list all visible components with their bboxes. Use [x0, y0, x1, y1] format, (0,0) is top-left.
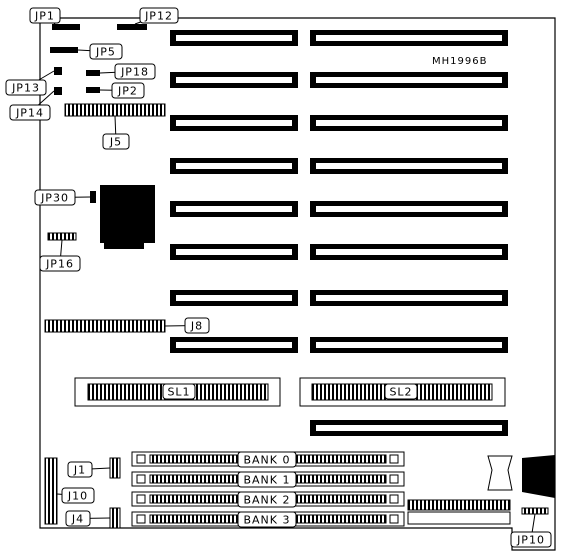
label-bank3-text: BANK 3 — [243, 514, 290, 527]
label-sl2: SL2 — [384, 383, 418, 400]
jumper-jp16-block — [47, 232, 77, 241]
label-jp16-text: JP16 — [45, 258, 74, 271]
label-j10-text: J10 — [67, 490, 88, 503]
label-j1-text: J1 — [73, 464, 86, 477]
isa-slots-left — [170, 30, 298, 353]
label-jp5: JP5 — [77, 43, 123, 60]
jumper-jp30-block — [90, 191, 96, 203]
label-jp13: JP13 — [5, 70, 55, 96]
label-bank3: BANK 3 — [237, 511, 297, 528]
label-jp2: JP2 — [99, 82, 145, 99]
label-jp10-text: JP10 — [516, 534, 545, 547]
header-j5 — [64, 103, 166, 117]
label-jp18: JP18 — [99, 63, 156, 80]
label-jp10: JP10 — [510, 513, 552, 548]
label-j5: J5 — [102, 115, 130, 150]
jumper-blocks-top — [50, 24, 147, 95]
label-bank2-text: BANK 2 — [243, 494, 290, 507]
label-jp14-text: JP14 — [15, 107, 44, 120]
label-j5-text: J5 — [109, 136, 122, 149]
label-jp2-text: JP2 — [117, 85, 138, 98]
label-jp12: JP12 — [134, 7, 179, 25]
label-bank2: BANK 2 — [237, 491, 297, 508]
rear-connectors — [407, 455, 555, 525]
label-bank0: BANK 0 — [237, 451, 297, 468]
label-j8-text: J8 — [190, 320, 203, 333]
label-j8: J8 — [164, 317, 210, 334]
left-headers — [44, 457, 121, 529]
label-sl2-text: SL2 — [389, 386, 412, 399]
label-jp13-text: JP13 — [11, 82, 40, 95]
label-j1: J1 — [67, 461, 111, 478]
label-jp1-text: JP1 — [34, 10, 55, 23]
label-jp12-text: JP12 — [144, 10, 173, 23]
label-jp30: JP30 — [34, 189, 91, 206]
label-sl1: SL1 — [162, 383, 196, 400]
header-j8 — [44, 319, 166, 333]
label-j10: J10 — [56, 487, 95, 504]
label-jp5-text: JP5 — [95, 46, 116, 59]
label-jp14: JP14 — [9, 90, 55, 121]
model-mark: MH1996B — [432, 56, 487, 67]
isa-slots-right — [310, 30, 508, 436]
label-bank1: BANK 1 — [237, 471, 297, 488]
label-sl1-text: SL1 — [167, 386, 190, 399]
label-bank1-text: BANK 1 — [243, 474, 290, 487]
label-jp18-text: JP18 — [120, 66, 149, 79]
label-jp30-text: JP30 — [40, 192, 69, 205]
label-bank0-text: BANK 0 — [243, 454, 290, 467]
board-outline — [39, 17, 556, 551]
label-j4: J4 — [65, 510, 111, 527]
cpu-chip — [100, 185, 155, 249]
label-jp1: JP1 — [29, 7, 61, 25]
label-j4-text: J4 — [71, 513, 84, 526]
label-jp16: JP16 — [39, 239, 81, 272]
